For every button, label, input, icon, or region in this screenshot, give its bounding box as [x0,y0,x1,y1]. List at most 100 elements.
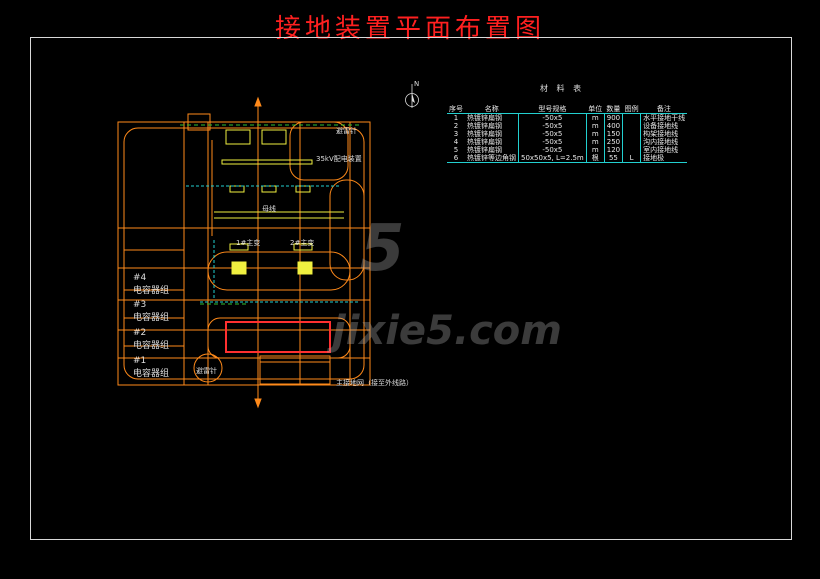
capacitor-name: 电容器组 [133,369,170,379]
capacitor-name: 电容器组 [133,313,170,323]
cell-legend [622,138,641,146]
cell-qty: 400 [603,122,623,130]
cell-name: 热镀锌扁钢 [467,130,502,138]
cell-legend: L [622,154,641,163]
control-building [225,321,331,353]
cell-no: 3 [453,130,459,138]
busbar-frame [221,159,313,165]
cell-name: 热镀锌等边角钢 [467,154,516,162]
label-transformer-1: 1#主变 [236,239,261,247]
cell-name: 热镀锌扁钢 [467,138,502,146]
cell-note: 设备接地线 [640,122,688,130]
col-name: 名称 [465,105,519,114]
lightning-rod-ring [193,353,223,383]
label-35kv-device: 35kV配电装置 [316,155,362,163]
cell-no: 6 [453,154,459,162]
table-row: 2 热镀锌扁钢 -50x5 m 400 设备接地线 [447,122,688,130]
table-row: 6 热镀锌等边角钢 50x50x5, L=2.5m 根 55 L 接地极 [447,154,688,163]
cell-unit: m [585,138,605,146]
arrow-down-icon [254,398,262,409]
capacitor-bank-2: #2 电容器组 [133,328,169,351]
cell-unit: m [585,146,605,154]
cell-unit: m [585,113,605,122]
materials-header-row: 序号 名称 型号规格 单位 数量 图例 备注 [447,105,688,114]
watermark-logo: 5 [360,212,405,286]
col-note: 备注 [640,105,688,114]
capacitor-bank-3: #3 电容器组 [133,300,169,323]
label-lightning-rod-2: 避雷针 [196,367,217,375]
grounding-grid [117,113,371,386]
capacitor-bank-4: #4 电容器组 [133,273,169,296]
cell-qty: 55 [603,154,623,163]
center-axes [211,96,262,409]
cell-unit: 根 [585,154,605,163]
capacitor-number: #3 [133,300,147,310]
cell-no: 4 [453,138,459,146]
structure-block [261,185,277,193]
drawing-title: 接地装置平面布置图 [274,14,545,44]
materials-table: 序号 名称 型号规格 单位 数量 图例 备注 1 热镀锌扁钢 -50x5 m 9… [447,105,688,163]
materials-title: 材 料 表 [540,84,585,93]
cell-spec: 50x50x5, L=2.5m [518,154,587,163]
label-bottom-note: 主接地网（接至外线路） [336,379,413,387]
cell-note: 构架接地线 [640,130,688,138]
cell-note: 接地极 [640,154,688,163]
corner-arc [329,179,365,281]
cell-qty: 250 [603,138,623,146]
cell-qty: 900 [603,113,623,122]
capacitor-number: #2 [133,328,147,338]
transformer-2 [297,261,313,275]
north-arrow-icon [405,84,419,108]
cell-legend [622,113,641,122]
label-lightning-rod-1: 避雷针 [336,127,357,135]
table-row: 5 热镀锌扁钢 -50x5 m 120 室内接地线 [447,146,688,154]
capacitor-name: 电容器组 [133,286,170,296]
cell-name: 热镀锌扁钢 [467,146,502,154]
structure-block [225,129,251,145]
cell-legend [622,130,641,138]
structure-block [229,243,249,251]
cell-legend [622,122,641,130]
cell-legend [622,146,641,154]
transformer-1 [231,261,247,275]
lightning-rod-base [187,113,211,131]
cell-no: 1 [453,114,459,122]
structure-block [229,185,245,193]
table-row: 1 热镀锌扁钢 -50x5 m 900 水平接地干线 [447,113,688,122]
structure-block [261,129,287,145]
road-loop [207,317,351,359]
cell-spec: -50x5 [518,122,587,130]
arrow-up-icon [254,96,262,107]
table-row: 3 热镀锌扁钢 -50x5 m 150 构架接地线 [447,130,688,138]
structures [214,129,344,275]
label-busbar: 母线 [262,205,276,213]
corner-arc [289,121,349,181]
cell-no: 5 [453,146,459,154]
label-transformer-2: 2#主变 [290,239,315,247]
col-spec: 型号规格 [518,105,587,114]
cell-name: 热镀锌扁钢 [467,122,502,130]
cell-spec: -50x5 [518,138,587,146]
cell-note: 室内接地线 [640,146,688,154]
cell-note: 水平接地干线 [640,113,688,122]
cell-spec: -50x5 [518,146,587,154]
structure-block [295,185,311,193]
cable-trench [186,185,360,303]
col-unit: 单位 [586,105,605,114]
cell-unit: m [585,122,605,130]
structure-block [293,243,313,251]
col-qty: 数量 [604,105,623,114]
cell-spec: -50x5 [518,130,587,138]
gate-area [259,355,331,385]
drawing-frame [30,37,792,540]
capacitor-bank-1: #1 电容器组 [133,356,169,379]
watermark-site: jixie5.com [332,308,562,354]
cell-note: 沟内接地线 [640,138,688,146]
capacitor-number: #4 [133,273,147,283]
col-no: 序号 [447,105,465,114]
capacitor-number: #1 [133,356,147,366]
cell-spec: -50x5 [518,113,587,122]
cell-qty: 120 [603,146,623,154]
cell-unit: m [585,130,605,138]
north-label: N [414,80,420,88]
